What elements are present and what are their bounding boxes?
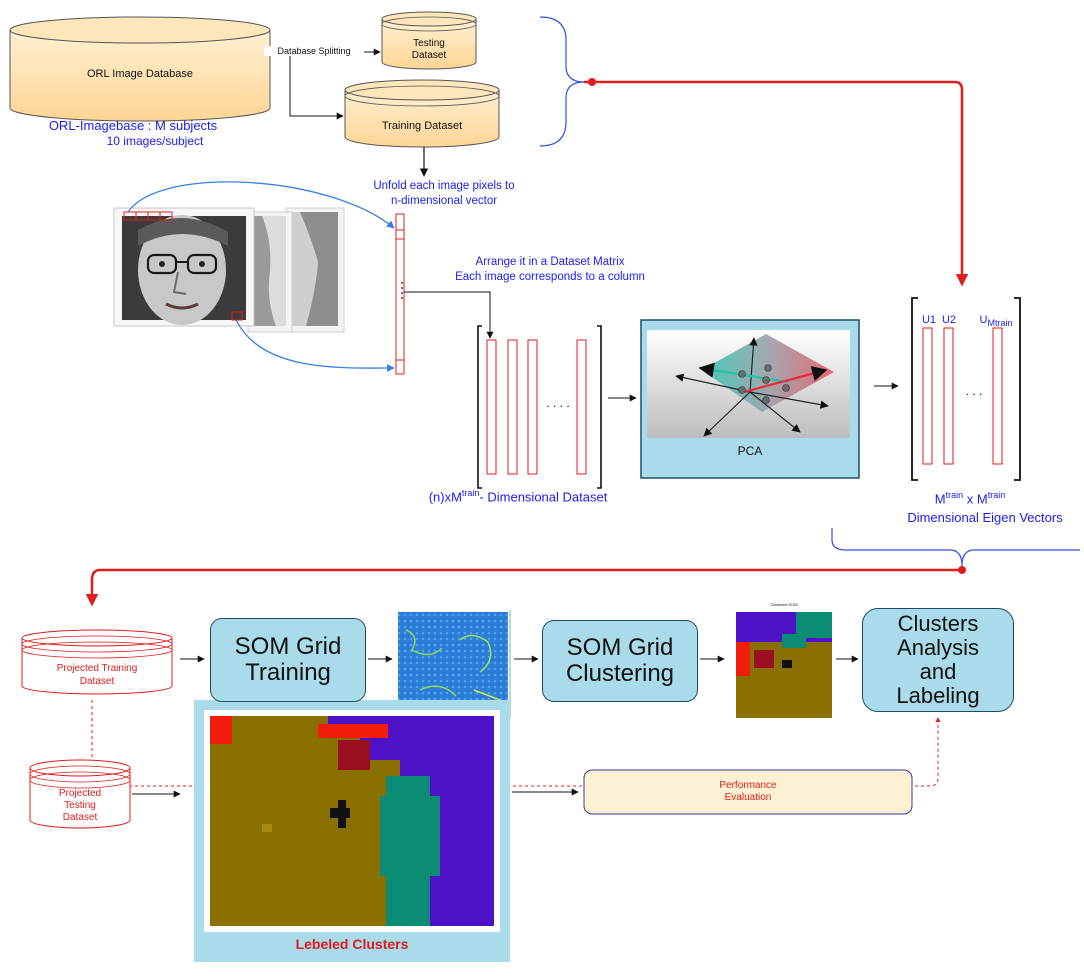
orl-database-cylinder — [9, 16, 271, 122]
pixel-mapping-arrows — [127, 181, 395, 372]
mini-map-title: Clustered SOM — [770, 602, 798, 607]
eigen-cap-b: x M — [963, 491, 988, 507]
unfolded-pixel-vector — [395, 213, 405, 375]
eigen-caption-line2: Dimensional Eigen Vectors — [907, 510, 1063, 525]
training-dataset-cylinder — [344, 79, 500, 148]
performance-line1: Performance — [719, 780, 777, 791]
eigen-u2-label: U2 — [941, 314, 957, 326]
projected-testing-line2: Testing — [64, 800, 96, 811]
clusters-analysis-line4: Labeling — [896, 683, 980, 708]
projected-testing-line3: Dataset — [62, 812, 98, 823]
performance-evaluation-box — [583, 769, 913, 815]
som-training-hexmap — [398, 610, 511, 718]
eigen-cap-a: M — [934, 491, 946, 507]
eigen-um-base: U — [979, 314, 988, 326]
testing-dataset-cylinder — [381, 11, 477, 70]
unfold-line1: Unfold each image pixels to — [373, 180, 515, 192]
dataset-matrix-dots: . . . . — [546, 396, 570, 410]
eigen-u1-label: U1 — [921, 314, 937, 326]
dataset-brace — [539, 16, 585, 147]
labeled-clusters-label: Lebeled Clusters — [295, 936, 409, 952]
orl-caption-line2: 10 images/subject — [106, 134, 204, 148]
database-splitting-label: Database Splitting — [264, 46, 364, 56]
testing-dataset-label-2: Dataset — [411, 50, 447, 61]
performance-line2: Evaluation — [724, 792, 772, 803]
arrange-line1: Arrange it in a Dataset Matrix — [475, 256, 625, 268]
eigen-um-label: UMtrain — [976, 314, 1016, 328]
dataset-matrix-caption: (n)xMtrain- Dimensional Dataset — [388, 488, 648, 504]
clusters-analysis-line1: Clusters — [897, 611, 979, 636]
eigen-dots: . . . — [965, 384, 983, 398]
dataset-matrix — [477, 325, 602, 489]
arrange-line2: Each image corresponds to a column — [455, 271, 645, 283]
clusters-analysis-box: Clusters Analysis and Labeling — [862, 608, 1014, 712]
eigen-um-sub: Mtrain — [987, 318, 1013, 329]
projected-testing-line1: Projected — [58, 788, 102, 799]
som-row-arrows — [132, 655, 859, 798]
labeled-cluster-map — [210, 716, 494, 926]
dataset-caption-sup: train — [461, 488, 480, 498]
red-flow-to-eigenvectors — [584, 78, 969, 287]
som-training-line2: Training — [245, 659, 331, 686]
eigenvector-matrix — [911, 297, 1021, 481]
pca-box — [640, 319, 860, 479]
projected-training-line2: Dataset — [79, 676, 115, 687]
eigen-cap-sup1: train — [945, 490, 964, 500]
vector-to-matrix-arrow — [404, 291, 494, 339]
projected-training-line1: Projected Training — [56, 663, 138, 674]
orl-database-label: ORL Image Database — [87, 68, 193, 80]
unfold-line2: n-dimensional vector — [390, 195, 498, 207]
eigen-caption-line1: Mtrain x Mtrain — [900, 490, 1040, 506]
projected-testing-cylinder — [29, 759, 131, 829]
face-image-stack — [113, 207, 345, 333]
som-clustering-line2: Clustering — [565, 660, 675, 687]
dataset-caption-suffix: - Dimensional Dataset — [479, 489, 608, 505]
clusters-analysis-line3: and — [919, 659, 957, 684]
projected-training-cylinder — [21, 629, 173, 695]
eigen-brace — [831, 528, 1080, 567]
training-dataset-label: Training Dataset — [381, 120, 463, 132]
eigen-cap-sup2: train — [987, 490, 1006, 500]
som-training-line1: SOM Grid — [234, 633, 342, 660]
dataset-caption-prefix: (n)xM — [428, 489, 462, 505]
som-clustering-line1: SOM Grid — [566, 634, 674, 661]
mini-cluster-map — [736, 612, 832, 718]
orl-caption-line1: ORL-Imagebase : M subjects — [48, 118, 218, 133]
testing-dataset-label-1: Testing — [413, 38, 445, 49]
clusters-analysis-line2: Analysis — [897, 635, 979, 660]
pca-label: PCA — [737, 444, 763, 458]
red-flow-to-projected-training — [85, 566, 966, 607]
